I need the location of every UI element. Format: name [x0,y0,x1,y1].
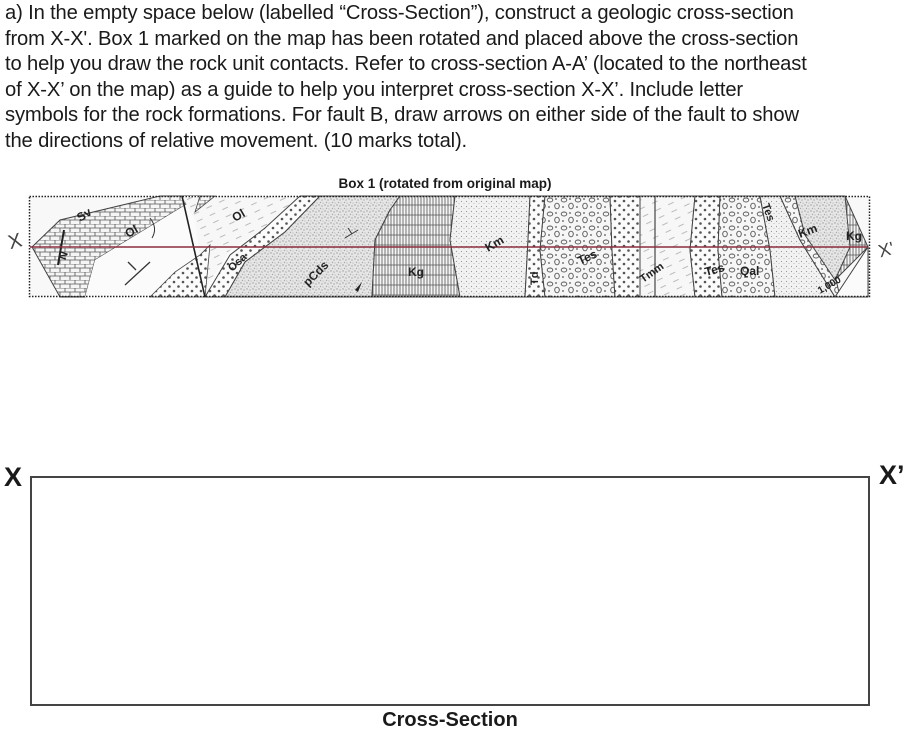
cross-section-right-label: X’ [879,460,905,490]
svg-text:X: X [6,229,25,254]
svg-text:Tes: Tes [703,260,726,279]
svg-text:Qal: Qal [740,264,759,278]
svg-text:Td: Td [529,272,541,285]
cross-section-drawing-area[interactable] [30,476,870,706]
svg-text:Ol: Ol [123,222,141,240]
svg-text:Kg: Kg [846,229,862,243]
svg-text:Kg: Kg [408,265,424,279]
instruction-line: from X-X'. Box 1 marked on the map has b… [5,27,799,50]
svg-text:Tes: Tes [759,202,776,223]
svg-text:Sv: Sv [74,205,94,225]
cross-section-caption: Cross-Section [382,709,518,731]
svg-text:Ol: Ol [230,206,248,224]
cross-section-left-label: X [4,462,23,492]
instruction-line: symbols for the rock formations. For fau… [5,104,799,127]
svg-text:N: N [57,250,71,262]
svg-text:X': X' [876,238,896,261]
instruction-line: to help you draw the rock unit contacts.… [5,53,807,76]
instruction-line: the directions of relative movement. (10… [5,129,468,152]
box1-geologic-map: N Sv Ol Ol Osa pCds Kg Km Td Tes Tmm Tes… [6,195,896,298]
instruction-line: of X-X’ on the map) as a guide to help y… [5,78,744,101]
instruction-line: a) In the empty space below (labelled “C… [5,2,794,24]
box1-title: Box 1 (rotated from original map) [338,176,552,191]
svg-text:Km: Km [796,221,819,241]
question-instructions: a) In the empty space below (labelled “C… [5,1,915,155]
